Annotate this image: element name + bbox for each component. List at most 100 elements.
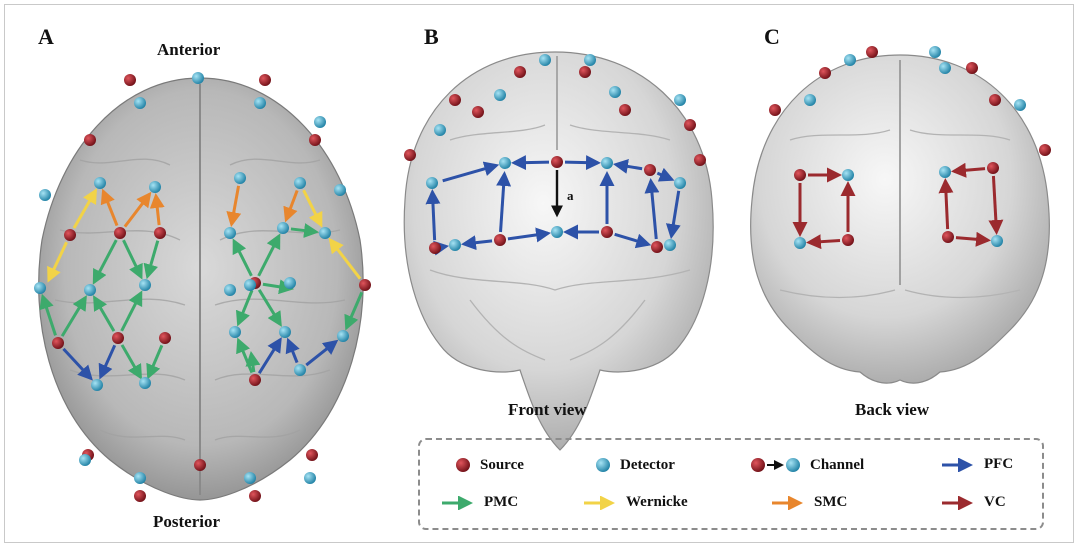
legend-source-label: Source bbox=[480, 457, 524, 474]
legend-wernicke-label: Wernicke bbox=[626, 494, 688, 511]
source-optode bbox=[842, 234, 854, 246]
detector-optode bbox=[244, 472, 256, 484]
source-optode bbox=[359, 279, 371, 291]
source-optode bbox=[309, 134, 321, 146]
detector-optode bbox=[551, 226, 563, 238]
legend-pfc: PFC bbox=[940, 456, 1013, 473]
source-optode bbox=[1039, 144, 1051, 156]
detector-optode bbox=[94, 177, 106, 189]
legend-pmc-label: PMC bbox=[484, 494, 518, 511]
legend-channel-label: Channel bbox=[810, 457, 864, 474]
detector-optode bbox=[794, 237, 806, 249]
detector-optode bbox=[294, 177, 306, 189]
detector-optode bbox=[34, 282, 46, 294]
detector-optode bbox=[229, 326, 241, 338]
legend-smc: SMC bbox=[770, 494, 847, 511]
detector-optode bbox=[674, 177, 686, 189]
detector-optode bbox=[224, 227, 236, 239]
source-optode bbox=[684, 119, 696, 131]
detector-optode bbox=[494, 89, 506, 101]
detector-optode bbox=[284, 277, 296, 289]
detector-optode bbox=[91, 379, 103, 391]
source-optode bbox=[249, 374, 261, 386]
detector-optode bbox=[279, 326, 291, 338]
legend-smc-label: SMC bbox=[814, 494, 847, 511]
pfc-arrow-icon bbox=[940, 458, 976, 472]
detector-optode bbox=[139, 279, 151, 291]
detector-optode bbox=[929, 46, 941, 58]
legend-channel: Channel bbox=[750, 456, 864, 474]
source-optode bbox=[194, 459, 206, 471]
detector-optode bbox=[1014, 99, 1026, 111]
legend-detector-label: Detector bbox=[620, 457, 675, 474]
source-optode bbox=[987, 162, 999, 174]
posterior-label: Posterior bbox=[153, 512, 220, 532]
source-optode bbox=[694, 154, 706, 166]
source-optode bbox=[551, 156, 563, 168]
detector-optode bbox=[991, 235, 1003, 247]
legend: Source Detector Channel PFC PMC Wernicke bbox=[418, 438, 1044, 530]
source-optode bbox=[514, 66, 526, 78]
detector-optode bbox=[304, 472, 316, 484]
legend-pmc: PMC bbox=[440, 494, 518, 511]
panel-b-letter: B bbox=[424, 24, 439, 50]
detector-optode bbox=[149, 181, 161, 193]
detector-optode bbox=[804, 94, 816, 106]
source-optode bbox=[52, 337, 64, 349]
detector-optode bbox=[224, 284, 236, 296]
source-optode bbox=[306, 449, 318, 461]
detector-optode bbox=[584, 54, 596, 66]
detector-dot-icon bbox=[594, 456, 612, 474]
source-optode bbox=[794, 169, 806, 181]
detector-optode bbox=[139, 377, 151, 389]
source-optode bbox=[942, 231, 954, 243]
source-optode bbox=[114, 227, 126, 239]
source-optode bbox=[966, 62, 978, 74]
detector-optode bbox=[844, 54, 856, 66]
source-optode bbox=[472, 106, 484, 118]
brain-front-view bbox=[404, 52, 713, 450]
vc-channel-arrow bbox=[809, 240, 840, 242]
source-optode bbox=[601, 226, 613, 238]
detector-optode bbox=[134, 97, 146, 109]
source-optode bbox=[989, 94, 1001, 106]
source-optode bbox=[259, 74, 271, 86]
source-optode bbox=[124, 74, 136, 86]
detector-optode bbox=[609, 86, 621, 98]
detector-optode bbox=[426, 177, 438, 189]
source-optode bbox=[64, 229, 76, 241]
detector-optode bbox=[79, 454, 91, 466]
legend-wernicke: Wernicke bbox=[582, 494, 688, 511]
detector-optode bbox=[192, 72, 204, 84]
panel-c-letter: C bbox=[764, 24, 780, 50]
panel-a-letter: A bbox=[38, 24, 54, 50]
vc-arrow-icon bbox=[940, 496, 976, 510]
smc-arrow-icon bbox=[770, 496, 806, 510]
legend-vc: VC bbox=[940, 494, 1006, 511]
source-optode bbox=[819, 67, 831, 79]
detector-optode bbox=[134, 472, 146, 484]
source-optode bbox=[429, 242, 441, 254]
detector-optode bbox=[314, 116, 326, 128]
detector-optode bbox=[664, 239, 676, 251]
source-optode bbox=[866, 46, 878, 58]
wernicke-arrow-icon bbox=[582, 496, 618, 510]
channel-example-icon bbox=[750, 456, 802, 474]
detector-optode bbox=[244, 279, 256, 291]
detector-optode bbox=[334, 184, 346, 196]
source-optode bbox=[249, 490, 261, 502]
detector-optode bbox=[449, 239, 461, 251]
detector-optode bbox=[277, 222, 289, 234]
detector-optode bbox=[674, 94, 686, 106]
source-optode bbox=[769, 104, 781, 116]
source-optode bbox=[159, 332, 171, 344]
pfc-channel-arrow bbox=[514, 162, 549, 163]
source-dot-icon bbox=[454, 456, 472, 474]
detector-optode bbox=[499, 157, 511, 169]
source-optode bbox=[404, 149, 416, 161]
detector-optode bbox=[842, 169, 854, 181]
detector-optode bbox=[939, 62, 951, 74]
detector-optode bbox=[39, 189, 51, 201]
source-optode bbox=[112, 332, 124, 344]
